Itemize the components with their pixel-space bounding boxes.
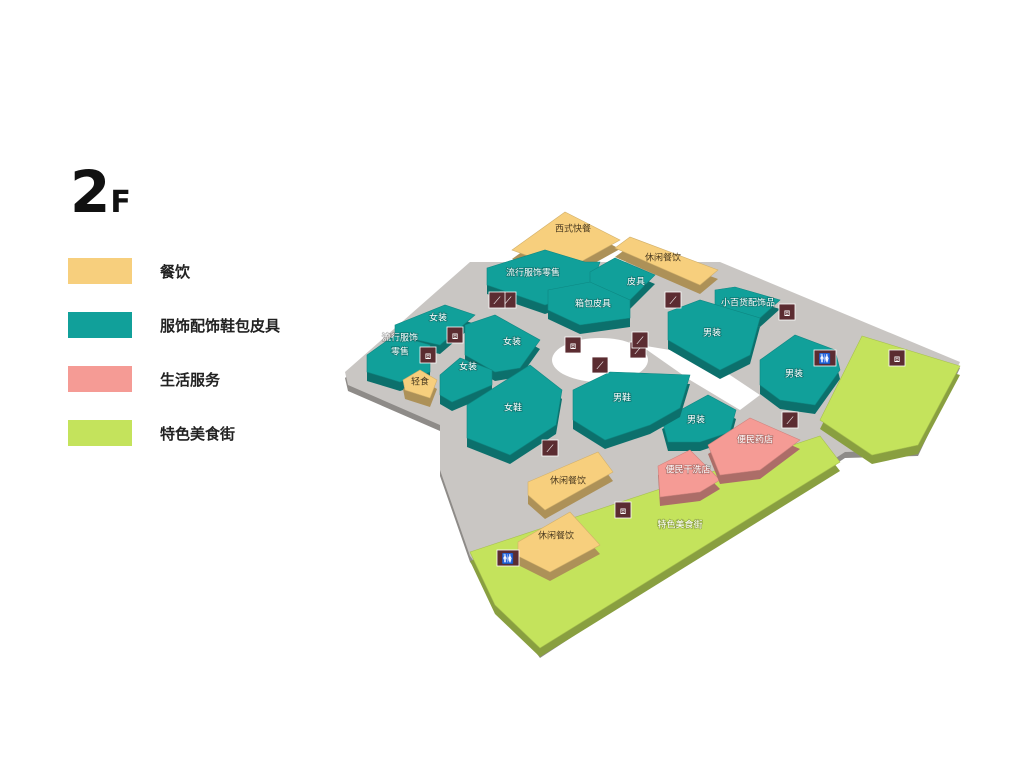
svg-text:⧈: ⧈	[784, 308, 790, 319]
legend-swatch	[68, 420, 132, 446]
elevator-icon: ⧈	[419, 346, 437, 364]
legend-swatch	[68, 312, 132, 338]
store-label: 女鞋	[504, 402, 522, 414]
legend-label: 特色美食街	[160, 424, 236, 443]
svg-text:⟋: ⟋	[597, 361, 604, 372]
store-top	[464, 314, 541, 373]
store-top	[366, 334, 431, 383]
store-top	[547, 281, 631, 326]
store-label: 流行服饰零售	[506, 267, 560, 279]
elevator-icon: ⧈	[446, 326, 464, 344]
escalator-icon: ⟋	[664, 291, 682, 309]
legend-label: 生活服务	[160, 370, 221, 389]
store-unit[interactable]	[657, 449, 721, 506]
store-label: 男装	[703, 327, 721, 339]
legend-item-fashion: 服饰配饰鞋包皮具	[68, 312, 280, 338]
store-label: 西式快餐	[555, 223, 591, 235]
legend: 餐饮 服饰配饰鞋包皮具 生活服务 特色美食街	[68, 258, 280, 474]
store-unit[interactable]	[466, 364, 563, 464]
legend-item-services: 生活服务	[68, 366, 280, 392]
store-top	[527, 451, 614, 511]
store-label: 男装	[785, 368, 803, 380]
svg-text:⟋: ⟋	[505, 296, 512, 307]
legend-label: 餐饮	[160, 262, 191, 281]
svg-text:⟋: ⟋	[547, 444, 554, 455]
store-label: 皮具	[627, 276, 645, 288]
elevator-icon: ⧈	[778, 303, 796, 321]
store-label: 休闲餐饮	[550, 475, 586, 487]
svg-text:⧈: ⧈	[620, 506, 626, 517]
svg-text:⟋: ⟋	[494, 296, 501, 307]
svg-text:🚻: 🚻	[819, 352, 831, 365]
store-top	[714, 286, 781, 319]
store-top	[707, 417, 801, 476]
svg-text:⧈: ⧈	[452, 331, 458, 342]
store-label: 箱包皮具	[575, 298, 611, 310]
atrium-void	[640, 345, 760, 410]
store-unit[interactable]	[572, 371, 691, 449]
store-top	[439, 357, 493, 403]
svg-text:⟋: ⟋	[635, 346, 642, 357]
svg-text:⟋: ⟋	[637, 336, 644, 347]
svg-text:⧈: ⧈	[570, 341, 576, 352]
escalator-icon: ⟋	[781, 411, 799, 429]
store-unit[interactable]	[707, 417, 801, 484]
store-label: 便民干洗店	[665, 464, 710, 476]
store-unit[interactable]	[667, 299, 761, 379]
escalator-icon: ⟋	[591, 356, 609, 374]
floor-indicator: 2F	[70, 158, 131, 226]
legend-item-food: 餐饮	[68, 258, 280, 284]
store-unit[interactable]	[714, 286, 781, 327]
store-label: 休闲餐饮	[538, 530, 574, 542]
legend-swatch	[68, 366, 132, 392]
store-top	[572, 371, 691, 441]
store-top	[819, 335, 961, 456]
store-top	[657, 449, 721, 498]
store-top	[667, 299, 761, 371]
store-label: 女装	[503, 336, 521, 348]
store-unit[interactable]	[402, 369, 438, 407]
svg-text:⧈: ⧈	[894, 354, 900, 365]
legend-swatch	[68, 258, 132, 284]
store-label: 轻食	[411, 376, 429, 388]
escalator-icon: ⟋	[541, 439, 559, 457]
legend-label: 服饰配饰鞋包皮具	[160, 316, 281, 335]
store-label: 女装	[429, 312, 447, 324]
elevator-icon: ⧈	[564, 336, 582, 354]
store-unit[interactable]	[614, 236, 719, 294]
restroom-icon: 🚻	[496, 549, 520, 567]
store-labels: 西式快餐休闲餐饮流行服饰零售皮具箱包皮具小百货配饰品男装男装男装女装女装女装流行…	[381, 223, 804, 542]
store-top	[402, 369, 438, 399]
store-label: 零售	[391, 346, 409, 358]
store-label: 男鞋	[613, 392, 631, 404]
restroom-icon: 🚻	[813, 349, 837, 367]
svg-text:⟋: ⟋	[787, 416, 794, 427]
store-unit[interactable]	[547, 281, 631, 334]
escalator-icon: ⟋	[631, 331, 649, 349]
food-court-area[interactable]	[819, 335, 961, 464]
store-top	[614, 236, 719, 286]
svg-text:🚻: 🚻	[502, 552, 514, 565]
store-label: 便民药店	[737, 434, 773, 446]
escalator-icon: ⟋	[488, 291, 506, 309]
store-unit[interactable]	[439, 357, 493, 411]
store-label: 男装	[687, 414, 705, 426]
store-label: 女装	[459, 361, 477, 373]
store-label: 特色美食街	[657, 519, 702, 531]
elevator-icon: ⧈	[614, 501, 632, 519]
store-label: 休闲餐饮	[645, 252, 681, 264]
store-top	[466, 364, 563, 456]
svg-text:⟋: ⟋	[670, 296, 677, 307]
floor-suffix: F	[110, 185, 130, 220]
floor-number: 2	[70, 158, 110, 226]
store-label: 小百货配饰品	[721, 297, 775, 309]
store-label: 流行服饰	[382, 332, 418, 344]
store-unit[interactable]	[527, 451, 614, 519]
svg-text:⧈: ⧈	[425, 351, 431, 362]
elevator-icon: ⧈	[888, 349, 906, 367]
legend-item-food-street: 特色美食街	[68, 420, 280, 446]
